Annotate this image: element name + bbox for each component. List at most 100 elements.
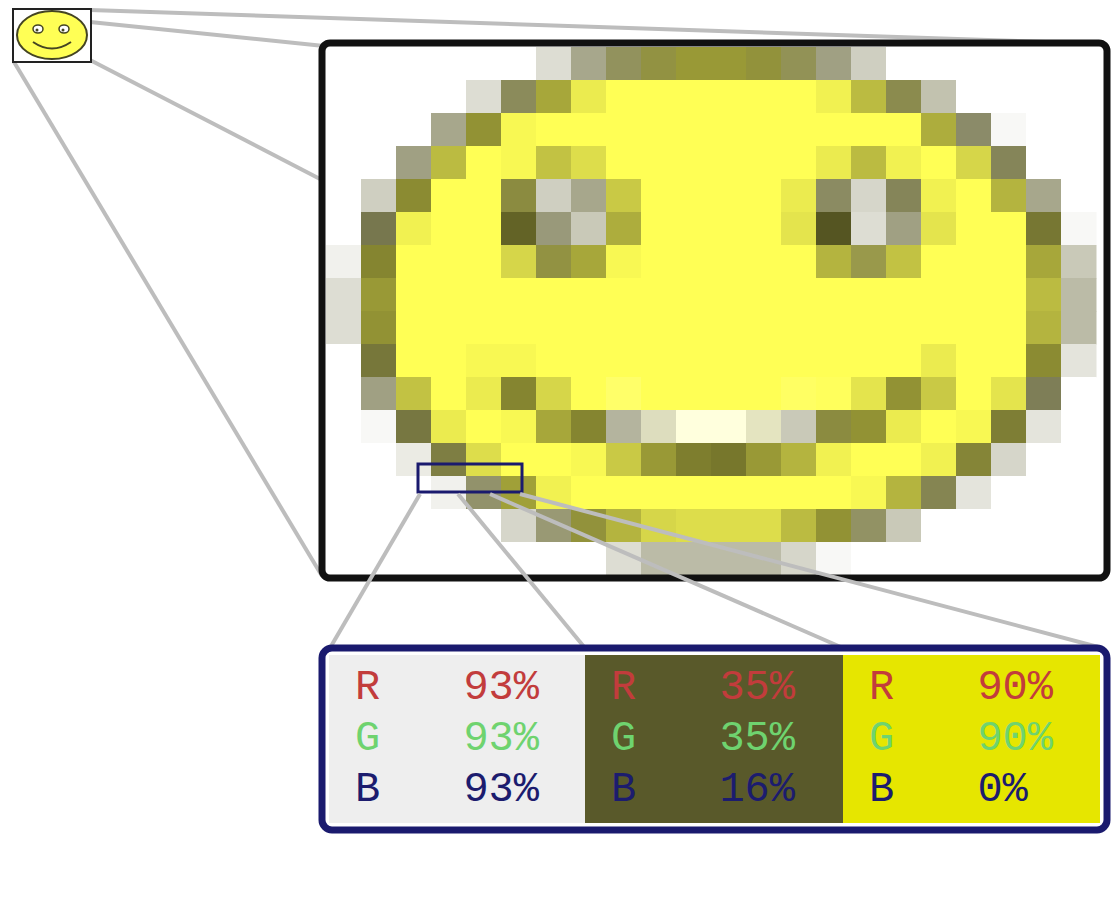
pixel bbox=[466, 311, 502, 345]
pixel bbox=[711, 80, 747, 114]
pixel bbox=[886, 245, 922, 279]
pixel bbox=[431, 311, 467, 345]
pixel bbox=[466, 146, 502, 180]
pixel bbox=[361, 179, 397, 213]
pixel bbox=[956, 80, 992, 114]
pixel bbox=[326, 311, 362, 345]
pixel bbox=[851, 410, 887, 444]
pixel bbox=[466, 245, 502, 279]
pixel bbox=[1026, 80, 1062, 114]
pixel bbox=[991, 179, 1027, 213]
pixel bbox=[396, 146, 432, 180]
pixel bbox=[571, 212, 607, 246]
pixel bbox=[501, 410, 537, 444]
pixel bbox=[816, 80, 852, 114]
pixel bbox=[676, 47, 712, 81]
pixel bbox=[711, 509, 747, 543]
pixel bbox=[991, 377, 1027, 411]
pixel-grid bbox=[326, 47, 1097, 576]
channel-value: R 90% bbox=[869, 665, 1090, 711]
pixel bbox=[746, 179, 782, 213]
pixel bbox=[326, 146, 362, 180]
pixel bbox=[1061, 542, 1097, 576]
channel-value: G 93% bbox=[355, 716, 575, 762]
pixel bbox=[501, 47, 537, 81]
pixel bbox=[326, 113, 362, 147]
pixel bbox=[676, 311, 712, 345]
pixel bbox=[361, 344, 397, 378]
pixel bbox=[501, 245, 537, 279]
pixel bbox=[606, 47, 642, 81]
pixel bbox=[816, 278, 852, 312]
pixel bbox=[606, 476, 642, 510]
channel-value: G 35% bbox=[611, 716, 833, 762]
pixel bbox=[956, 212, 992, 246]
pixel bbox=[326, 410, 362, 444]
pixel bbox=[641, 179, 677, 213]
pixel bbox=[851, 377, 887, 411]
pixel bbox=[431, 47, 467, 81]
pixel bbox=[431, 245, 467, 279]
pixel bbox=[431, 443, 467, 477]
pixel bbox=[501, 278, 537, 312]
pixel bbox=[641, 443, 677, 477]
pixel bbox=[1026, 212, 1062, 246]
pixel bbox=[396, 542, 432, 576]
pixel bbox=[851, 476, 887, 510]
pixel bbox=[361, 377, 397, 411]
color-cell: R 93%G 93%B 93% bbox=[329, 655, 585, 823]
pixel bbox=[711, 47, 747, 81]
pixel bbox=[886, 542, 922, 576]
pixel bbox=[851, 47, 887, 81]
pixel bbox=[431, 278, 467, 312]
pixel bbox=[921, 443, 957, 477]
pixel bbox=[816, 476, 852, 510]
pixel bbox=[396, 311, 432, 345]
pixel bbox=[886, 377, 922, 411]
pixel bbox=[641, 410, 677, 444]
pixel bbox=[956, 542, 992, 576]
pixel bbox=[1061, 179, 1097, 213]
pixel bbox=[431, 410, 467, 444]
pixel bbox=[501, 377, 537, 411]
pixel bbox=[641, 212, 677, 246]
pixel bbox=[781, 476, 817, 510]
pixel bbox=[1026, 311, 1062, 345]
pixel bbox=[711, 311, 747, 345]
pixel bbox=[571, 245, 607, 279]
pixel bbox=[956, 377, 992, 411]
pixel bbox=[1026, 443, 1062, 477]
pixel bbox=[571, 113, 607, 147]
pixel bbox=[851, 509, 887, 543]
pixel bbox=[991, 146, 1027, 180]
pixel bbox=[466, 377, 502, 411]
channel-value: R 35% bbox=[611, 665, 833, 711]
pixel bbox=[781, 245, 817, 279]
pixel bbox=[956, 47, 992, 81]
pixel bbox=[431, 509, 467, 543]
pixel bbox=[606, 179, 642, 213]
pixel bbox=[466, 179, 502, 213]
pixel bbox=[326, 47, 362, 81]
pixel bbox=[746, 278, 782, 312]
pixel bbox=[816, 509, 852, 543]
pixel bbox=[571, 542, 607, 576]
pixel bbox=[1026, 278, 1062, 312]
pixel bbox=[571, 410, 607, 444]
pixel bbox=[606, 410, 642, 444]
pixel bbox=[991, 509, 1027, 543]
pixel bbox=[641, 113, 677, 147]
pixel bbox=[921, 146, 957, 180]
pixel bbox=[711, 377, 747, 411]
pixel bbox=[396, 113, 432, 147]
pixel bbox=[1061, 344, 1097, 378]
pixel bbox=[606, 344, 642, 378]
pixel bbox=[921, 410, 957, 444]
pixel bbox=[746, 443, 782, 477]
pixel bbox=[396, 80, 432, 114]
pixel bbox=[466, 542, 502, 576]
pixel bbox=[1026, 245, 1062, 279]
pixel bbox=[466, 80, 502, 114]
pixel bbox=[746, 47, 782, 81]
pixel bbox=[851, 542, 887, 576]
